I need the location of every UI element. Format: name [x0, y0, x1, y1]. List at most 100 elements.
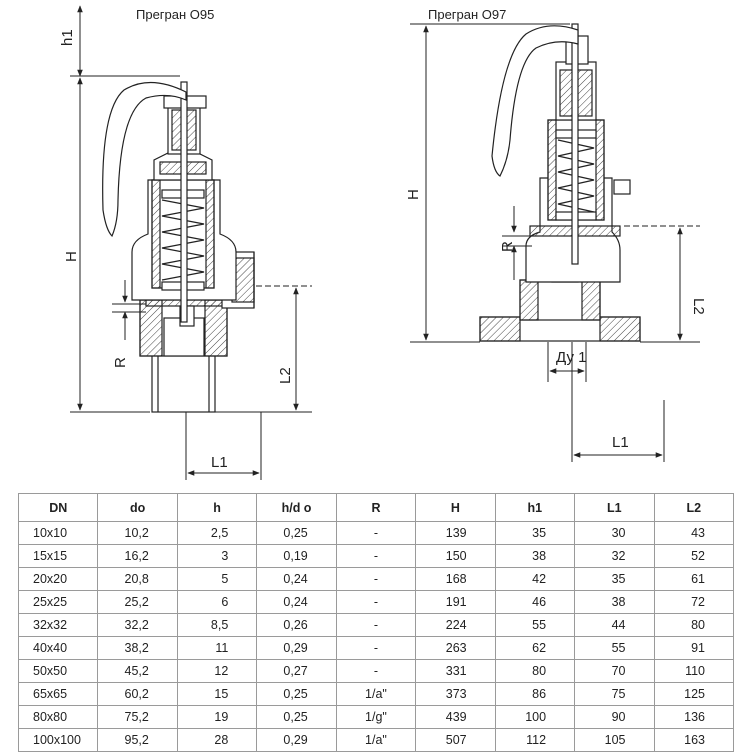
column-header: DN — [17, 493, 99, 522]
table-cell: 44 — [574, 613, 655, 637]
table-cell: 439 — [415, 705, 496, 729]
table-cell: 42 — [494, 567, 576, 591]
table-cell: 65x65 — [17, 682, 99, 706]
table-cell: 1/a" — [335, 682, 417, 706]
table-cell: 0,27 — [256, 659, 337, 683]
dim-right-L2: L2 — [690, 298, 707, 315]
table-cell: 224 — [415, 613, 496, 637]
table-cell: 61 — [653, 567, 734, 591]
table-cell: 0,19 — [256, 544, 337, 568]
table-cell: 35 — [574, 567, 655, 591]
table-cell: 25,2 — [97, 590, 178, 614]
column-header: h — [176, 493, 258, 522]
table-cell: 0,25 — [256, 521, 337, 545]
column-header: L2 — [653, 493, 734, 522]
table-cell: 38 — [494, 544, 576, 568]
table-cell: 10x10 — [17, 521, 99, 545]
table-cell: 163 — [653, 728, 734, 752]
table-cell: 90 — [574, 705, 655, 729]
table-cell: 1/a" — [335, 728, 417, 752]
table-cell: 86 — [494, 682, 576, 706]
table-cell: 139 — [415, 521, 496, 545]
table-cell: 10,2 — [97, 521, 178, 545]
valve-right-figure — [479, 23, 641, 342]
table-cell: 35 — [494, 521, 576, 545]
dim-right-H: H — [405, 189, 422, 200]
table-cell: 46 — [494, 590, 576, 614]
table-cell: 136 — [653, 705, 734, 729]
column-header: h/d o — [256, 493, 337, 522]
table-cell: 331 — [415, 659, 496, 683]
table-cell: 150 — [415, 544, 496, 568]
table-cell: 95,2 — [97, 728, 178, 752]
table-cell: 168 — [415, 567, 496, 591]
table-cell: 373 — [415, 682, 496, 706]
table-cell: 32 — [574, 544, 655, 568]
table-cell: 191 — [415, 590, 496, 614]
table-cell: 0,29 — [256, 636, 337, 660]
table-cell: 40x40 — [17, 636, 99, 660]
table-cell: 125 — [653, 682, 734, 706]
table-cell: 75 — [574, 682, 655, 706]
table-cell: 16,2 — [97, 544, 178, 568]
dimensions-left — [70, 5, 312, 480]
table-cell: 75,2 — [97, 705, 178, 729]
table-cell: 112 — [494, 728, 576, 752]
table-cell: 38,2 — [97, 636, 178, 660]
table-cell: - — [335, 521, 417, 545]
column-header: do — [97, 493, 178, 522]
table-cell: 32x32 — [17, 613, 99, 637]
table-cell: 80 — [494, 659, 576, 683]
table-cell: 80 — [653, 613, 734, 637]
table-cell: 100 — [494, 705, 576, 729]
table-cell: 25x25 — [17, 590, 99, 614]
table-cell: 0,25 — [256, 682, 337, 706]
table-cell: 263 — [415, 636, 496, 660]
dim-right-R: R — [499, 241, 516, 252]
table-cell: 507 — [415, 728, 496, 752]
column-header: R — [335, 493, 417, 522]
table-cell: 2,5 — [176, 521, 258, 545]
table-cell: 70 — [574, 659, 655, 683]
table-cell: 11 — [176, 636, 258, 660]
table-cell: 100x100 — [17, 728, 99, 752]
dimensions-right — [410, 23, 700, 462]
table-cell: 5 — [176, 567, 258, 591]
table-cell: 30 — [574, 521, 655, 545]
table-cell: 38 — [574, 590, 655, 614]
dim-left-L2: L2 — [277, 367, 294, 384]
dim-right-Dy: Ду 1 — [556, 349, 587, 366]
table-cell: 20x20 — [17, 567, 99, 591]
table-cell: 0,24 — [256, 567, 337, 591]
table-cell: 6 — [176, 590, 258, 614]
table-cell: 80x80 — [17, 705, 99, 729]
table-cell: 55 — [494, 613, 576, 637]
table-cell: - — [335, 567, 417, 591]
dim-left-H: H — [63, 251, 80, 262]
table-cell: 91 — [653, 636, 734, 660]
table-cell: 32,2 — [97, 613, 178, 637]
dim-left-R: R — [112, 357, 129, 368]
table-cell: 43 — [653, 521, 734, 545]
table-cell: 45,2 — [97, 659, 178, 683]
table-cell: - — [335, 636, 417, 660]
dim-right-L1: L1 — [612, 434, 629, 451]
table-cell: 15x15 — [17, 544, 99, 568]
table-cell: 55 — [574, 636, 655, 660]
table-cell: - — [335, 544, 417, 568]
table-cell: 12 — [176, 659, 258, 683]
column-header: H — [415, 493, 496, 522]
column-header: L1 — [574, 493, 655, 522]
table-cell: - — [335, 613, 417, 637]
